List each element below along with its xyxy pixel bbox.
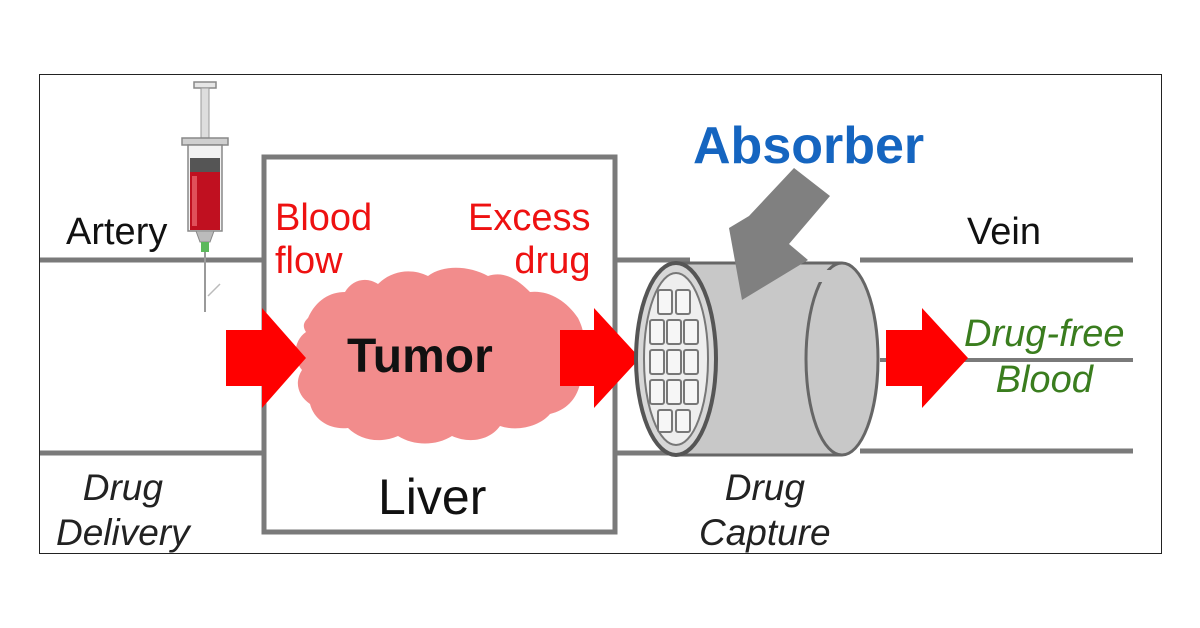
liver-label: Liver (378, 469, 487, 525)
absorber-title: Absorber (693, 117, 925, 175)
drug-capture-text: Drug Capture (699, 467, 831, 554)
excess-drug-text: Excess drug (468, 197, 591, 282)
drug-free-blood-label: Drug-free Blood (964, 312, 1125, 403)
excess-drug-label: Excess drug (468, 197, 590, 282)
drugfree-arrow-icon (886, 308, 968, 408)
drug-delivery-text: Drug Delivery (56, 467, 190, 554)
absorber-cylinder-icon (634, 261, 880, 457)
drug-capture-label: Drug Capture (699, 465, 831, 555)
artery-label: Artery (66, 211, 168, 253)
tumor-label: Tumor (347, 330, 493, 383)
drug-delivery-label: Drug Delivery (56, 465, 190, 555)
absorber-pointer-arrow-icon (729, 168, 830, 300)
inflow-arrow-icon (226, 308, 306, 408)
syringe-icon (181, 81, 229, 312)
tumor-blob-icon (295, 267, 588, 444)
blood-flow-label: Blood flow (275, 197, 372, 282)
drug-free-blood-text: Drug-free Blood (964, 313, 1125, 401)
outflow-arrow-icon (560, 308, 640, 408)
vein-label: Vein (967, 211, 1041, 253)
blood-flow-text: Blood flow (275, 197, 373, 282)
